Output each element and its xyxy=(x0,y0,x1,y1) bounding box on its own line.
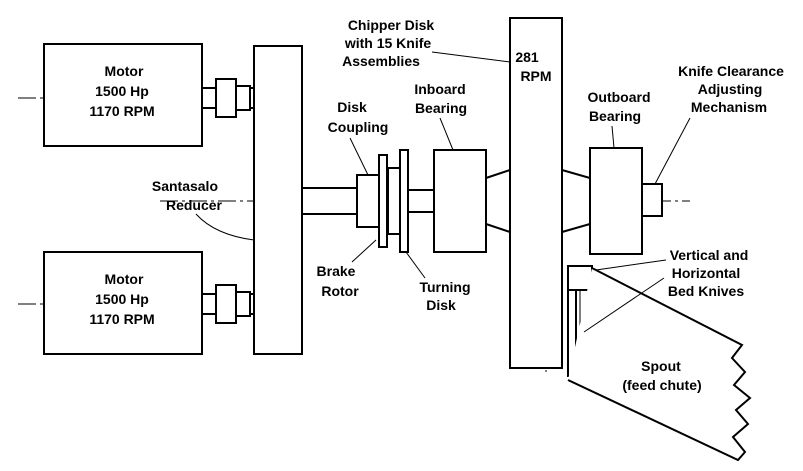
knife-clearance-leader xyxy=(654,117,691,185)
brake-rotor-label-2: Rotor xyxy=(321,283,359,299)
top-motor-coupling-collar xyxy=(235,85,251,111)
top-motor-coupling xyxy=(215,78,237,118)
bottom-motor-coupling-collar xyxy=(235,291,251,317)
top-motor-body xyxy=(43,43,203,147)
chipper-disk-leader xyxy=(431,51,511,63)
disk-coupling-hub xyxy=(356,174,380,228)
bed-knives-leader-bottom xyxy=(583,277,665,333)
reducer-label-1: Santasalo xyxy=(152,178,218,194)
chipper-disk-label-3: Assemblies xyxy=(342,53,420,69)
brake-rotor xyxy=(378,154,388,248)
spout-chute xyxy=(567,267,752,462)
bed-knives-label-2: Horizontal xyxy=(672,265,740,281)
disk-hub-left xyxy=(485,168,511,234)
disk-coupling-label-1: Disk xyxy=(337,99,367,115)
knife-clearance-label-3: Mechanism xyxy=(691,99,767,115)
bottom-motor-label-2: 1500 Hp xyxy=(95,291,149,307)
spout-label-2: (feed chute) xyxy=(622,377,701,393)
turning-disk xyxy=(399,149,409,253)
bottom-motor: Motor 1500 Hp 1170 RPM xyxy=(43,251,255,355)
turning-disk-label-1: Turning xyxy=(419,279,470,295)
reducer-leader xyxy=(195,213,255,241)
chipper-disk xyxy=(509,17,563,369)
brake-rotor-label-1: Brake xyxy=(317,263,356,279)
knife-clearance-label-2: Adjusting xyxy=(698,81,763,97)
disk-coupling-label-2: Coupling xyxy=(328,119,389,135)
santasalo-reducer xyxy=(253,45,303,355)
inboard-bearing xyxy=(433,149,487,253)
disk-hub-right xyxy=(561,168,591,234)
turning-disk-label-2: Disk xyxy=(426,297,456,313)
top-motor-label-2: 1500 Hp xyxy=(95,83,149,99)
main-shaft xyxy=(301,187,358,215)
knife-clearance-stub xyxy=(641,183,663,217)
top-motor-label-3: 1170 RPM xyxy=(89,103,154,119)
disk-coupling-leader xyxy=(349,137,369,176)
chipper-disk-label-2: with 15 Knife xyxy=(344,35,432,51)
bottom-motor-label-1: Motor xyxy=(105,271,144,287)
knife-clearance-label-1: Knife Clearance xyxy=(678,63,784,79)
reducer-label-2: Reducer xyxy=(166,197,223,213)
top-motor: Motor 1500 Hp 1170 RPM xyxy=(43,43,255,147)
inboard-bearing-leader xyxy=(439,117,454,151)
bottom-motor-coupling xyxy=(215,284,237,324)
bed-knives-label-3: Bed Knives xyxy=(668,283,744,299)
outboard-bearing xyxy=(589,147,643,255)
disk-rpm-label-2: RPM xyxy=(520,68,551,84)
bed-knives-leader-top xyxy=(595,259,667,271)
spout-label-1: Spout xyxy=(641,358,681,374)
outboard-bearing-leader xyxy=(611,125,615,149)
turning-disk-leader xyxy=(405,251,426,279)
chipper-disk-label-1: Chipper Disk xyxy=(348,17,435,33)
inboard-bearing-label-2: Bearing xyxy=(415,100,467,116)
bed-knives-label-1: Vertical and xyxy=(670,247,749,263)
disk-rpm-label-1: 281 xyxy=(515,49,539,65)
top-motor-label-1: Motor xyxy=(105,63,144,79)
bottom-motor-label-3: 1170 RPM xyxy=(89,311,154,327)
inboard-bearing-label-1: Inboard xyxy=(414,81,465,97)
brake-rotor-leader xyxy=(351,239,377,263)
outboard-bearing-label-2: Bearing xyxy=(589,108,641,124)
outboard-bearing-label-1: Outboard xyxy=(588,89,651,105)
